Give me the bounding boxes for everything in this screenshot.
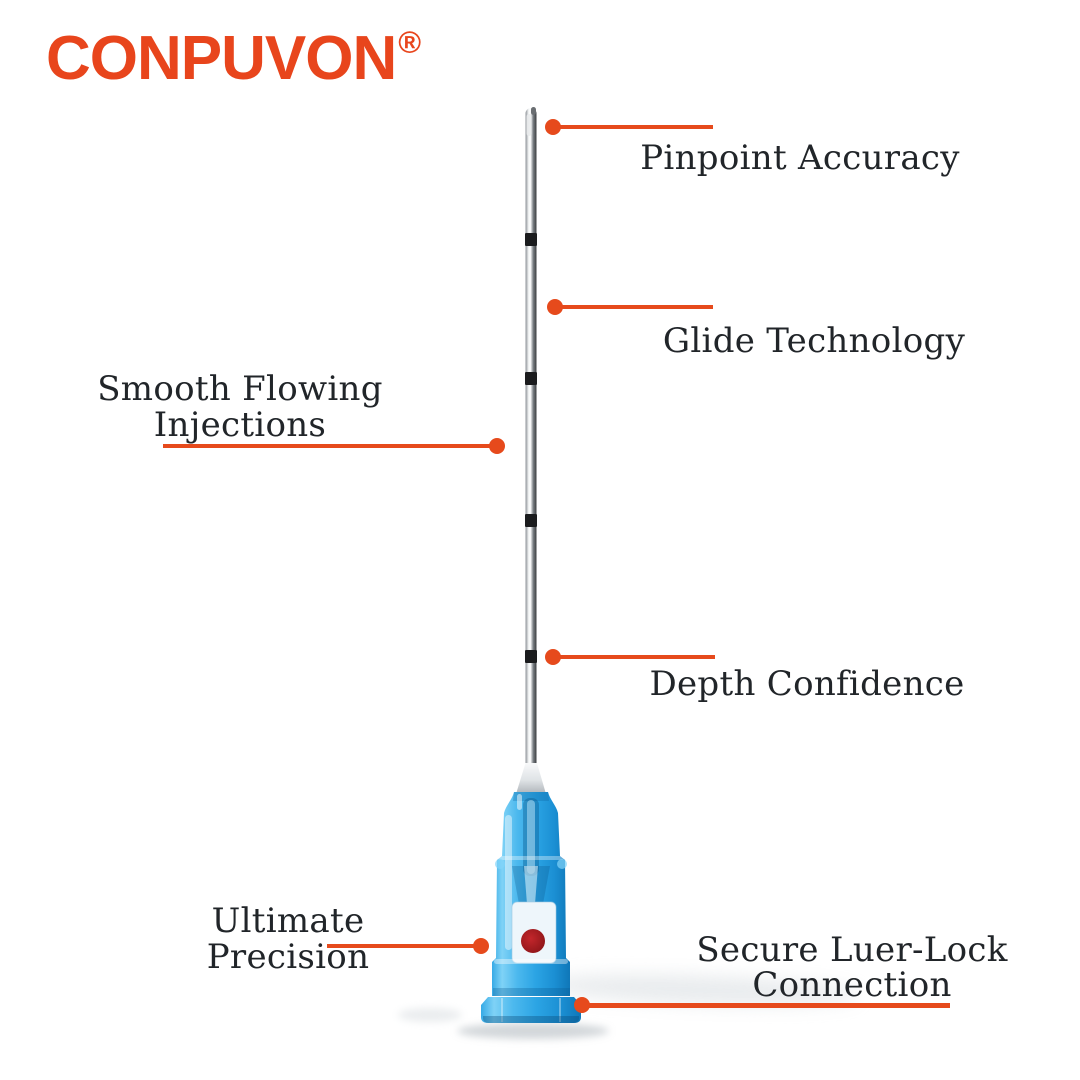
brand-name: CONPUVON (46, 24, 397, 93)
hub-indicator-dot (521, 929, 545, 953)
callout-dot-icon (473, 938, 489, 954)
hub-shadow (398, 974, 860, 1039)
needle-shaft (525, 107, 537, 770)
registered-trademark-icon: ® (398, 25, 421, 61)
callout-dot-icon (489, 438, 505, 454)
callout-line (555, 305, 713, 309)
callout-line (163, 444, 497, 448)
metal-ferrule (516, 763, 546, 794)
blue-hub (481, 792, 581, 1023)
luer-lock-base (481, 997, 581, 1023)
depth-markings (525, 233, 537, 663)
callout-line (553, 655, 715, 659)
callout-label-line: Injections (153, 405, 327, 445)
callout-line (582, 1003, 950, 1008)
callout-label: Depth Confidence (649, 664, 965, 704)
brand-logo: CONPUVON® (46, 25, 421, 90)
callout-label-line: Secure Luer-Lock (696, 930, 1008, 970)
callout-line (553, 125, 713, 129)
callout-label: Pinpoint Accuracy (640, 138, 960, 178)
callout-label-line: Connection (752, 965, 952, 1005)
needle-tip (526, 114, 532, 136)
callout-label-line: Smooth Flowing (97, 369, 383, 409)
callout-line (327, 944, 479, 948)
callout-label: Glide Technology (662, 321, 966, 361)
callout-label: Ultimate Precision (206, 901, 370, 977)
